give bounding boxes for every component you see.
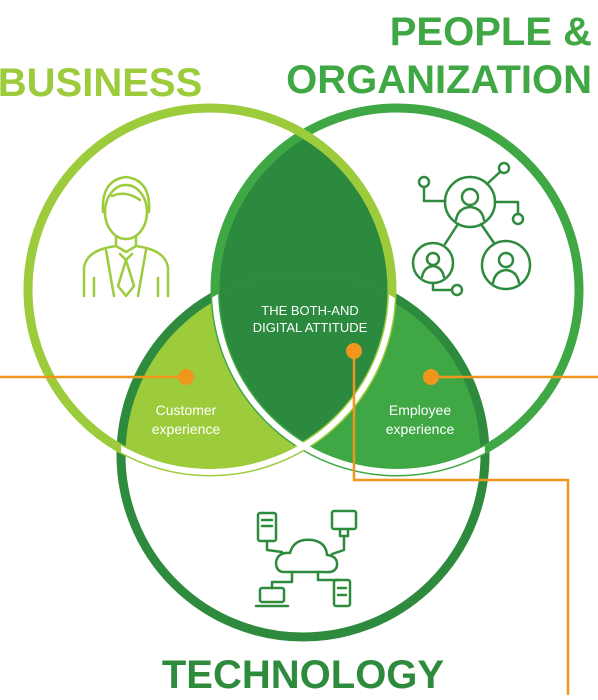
connector-lines bbox=[0, 351, 598, 695]
customer-label-line1: Customer bbox=[156, 402, 217, 418]
customer-connector-dot bbox=[178, 369, 194, 385]
employee-label-line1: Employee bbox=[389, 402, 451, 418]
cloud-network-icon bbox=[254, 509, 358, 608]
employee-label-line2: experience bbox=[386, 421, 455, 437]
business-title: BUSINESS bbox=[0, 61, 202, 105]
technology-circle bbox=[116, 268, 490, 642]
center-connector-dot bbox=[346, 343, 362, 359]
technology-title: TECHNOLOGY bbox=[162, 653, 445, 695]
employee-connector-dot bbox=[423, 369, 439, 385]
businessman-icon bbox=[82, 175, 170, 298]
people-title-line1: PEOPLE & bbox=[390, 10, 592, 54]
center-label-line2: DIGITAL ATTITUDE bbox=[253, 320, 368, 335]
customer-label-line2: experience bbox=[152, 421, 221, 437]
people-network-icon bbox=[411, 161, 532, 297]
center-label-line1: THE BOTH-AND bbox=[261, 303, 359, 318]
people-title-line2: ORGANIZATION bbox=[286, 58, 592, 102]
center-region bbox=[215, 108, 392, 472]
